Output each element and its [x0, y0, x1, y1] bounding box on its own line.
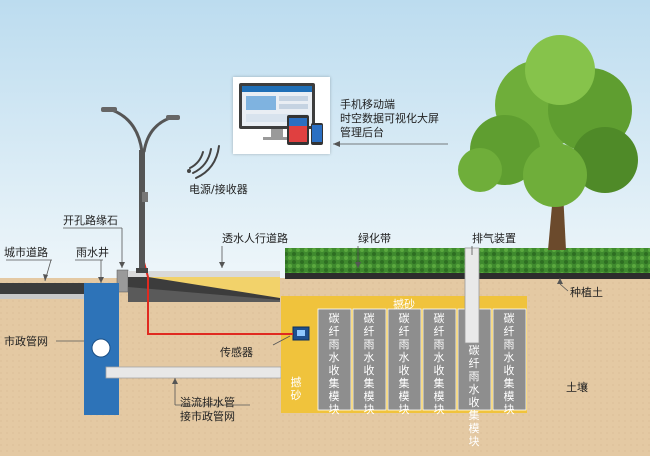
label-gravel-top: 撼砂: [393, 298, 415, 311]
city-road-surface: [0, 283, 85, 294]
module-label-1: 碳纤雨水收集模块: [328, 312, 340, 416]
label-curb-stone: 开孔路缘石: [63, 214, 118, 227]
label-permeable-walkway: 透水人行道路: [222, 232, 288, 245]
label-gravel-side: 撼砂: [290, 376, 302, 402]
label-green-belt: 绿化带: [358, 232, 391, 245]
module-label-6: 碳纤雨水收集模块: [503, 312, 515, 416]
wifi-icon: [189, 145, 220, 179]
monitor-label-mobile: 手机移动端: [340, 98, 395, 111]
pipe-opening: [91, 338, 111, 358]
module-label-3: 碳纤雨水收集模块: [398, 312, 410, 416]
overflow-pipe: [105, 366, 282, 379]
street-lamp: [101, 107, 180, 273]
monitor-devices-illustration: [233, 77, 330, 154]
label-city-road: 城市道路: [4, 246, 48, 259]
label-rain-well: 雨水井: [76, 246, 109, 259]
monitor-label-admin: 管理后台: [340, 126, 384, 139]
label-power-receiver: 电源/接收器: [189, 183, 248, 196]
label-sensor: 传感器: [220, 346, 253, 359]
module-label-2: 碳纤雨水收集模块: [363, 312, 375, 416]
label-overflow-pipe: 溢流排水管: [180, 396, 235, 409]
label-vent-device: 排气装置: [472, 232, 516, 245]
label-municipal-network: 市政管网: [4, 335, 48, 348]
walkway-surface: [128, 271, 280, 277]
label-connect-network: 接市政管网: [180, 410, 235, 423]
module-label-5: 碳纤雨水收集模块: [468, 344, 480, 448]
label-soil: 土壤: [566, 381, 588, 394]
module-label-4: 碳纤雨水收集模块: [433, 312, 445, 416]
monitor-label-screen: 时空数据可视化大屏: [340, 112, 439, 125]
tree: [458, 35, 638, 250]
arrow-head: [333, 141, 340, 147]
vent-pipe: [464, 247, 480, 344]
label-planting-soil: 种植土: [570, 286, 603, 299]
module-group: [317, 308, 527, 411]
